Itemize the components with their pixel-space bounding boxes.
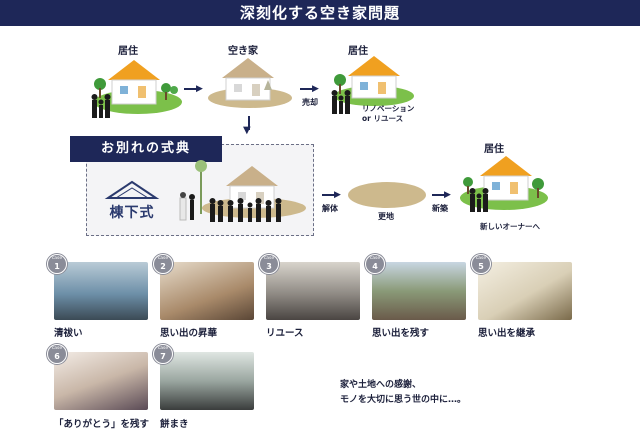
- house3-label: 居住: [348, 46, 368, 57]
- new-house-illustration: [460, 156, 548, 212]
- vacant-lot-label: 更地: [378, 212, 394, 221]
- ceremony-scene-illustration: [179, 160, 306, 222]
- case-caption-6: 「ありがとう」を残す: [54, 419, 150, 430]
- case-photo-7: [160, 352, 254, 410]
- case-photo-2: [160, 262, 254, 320]
- case-caption-1: 清祓い: [54, 328, 83, 339]
- arrow-to-lot: [322, 194, 336, 196]
- house1-label: 居住: [118, 46, 138, 57]
- vacant-lot-illustration: [348, 182, 426, 208]
- arrow-to-vacant: [184, 88, 198, 90]
- arrow-to-resale: [300, 88, 314, 90]
- case-caption-5: 思い出を継承: [478, 328, 536, 339]
- case-caption-4: 思い出を残す: [372, 328, 430, 339]
- case-caption-7: 餅まき: [160, 419, 189, 430]
- new-house-label: 居住: [484, 144, 504, 155]
- case-photo-4: [372, 262, 466, 320]
- case-photo-6: [54, 352, 148, 410]
- case-photo-1: [54, 262, 148, 320]
- sale-label: 売却: [302, 98, 318, 107]
- demolish-label: 解体: [322, 204, 338, 213]
- case-photo-5: [478, 262, 572, 320]
- ceremony-logo-text: 棟下式: [109, 205, 155, 221]
- case-caption-2: 思い出の昇華: [160, 328, 218, 339]
- case-caption-3: リユース: [266, 328, 304, 339]
- arrow-head-icon: ▶: [334, 190, 341, 200]
- renovation-caption-line1: リノベーション: [362, 104, 415, 113]
- new-owner-caption: 新しいオーナーへ: [480, 222, 540, 231]
- page-title: 深刻化する空き家問題: [239, 4, 400, 22]
- arrow-head-icon: ▶: [196, 84, 203, 94]
- ceremony-heading-bar: [70, 136, 222, 162]
- arrow-down: [248, 116, 250, 130]
- closing-message: 家や土地への感謝、 モノを大切に思う世の中に…。: [340, 378, 560, 408]
- arrow-down-head-icon: ▼: [243, 125, 251, 136]
- renovation-caption-line2: or リユース: [362, 114, 404, 123]
- newbuild-label: 新築: [432, 204, 448, 213]
- vacant-house-illustration: [208, 58, 292, 108]
- arrow-head-icon: ▶: [444, 190, 451, 200]
- ceremony-logo-roof-icon: [104, 180, 160, 199]
- case-photo-3: [266, 262, 360, 320]
- arrow-head-icon: ▶: [312, 84, 319, 94]
- house2-label: 空き家: [228, 46, 258, 57]
- renovated-house-illustration: [331, 56, 414, 114]
- occupied-house-illustration: [91, 60, 182, 118]
- closing-line-1: 家や土地への感謝、: [340, 380, 422, 390]
- ceremony-heading: お別れの式典: [100, 141, 191, 156]
- arrow-to-newbuild: [432, 194, 446, 196]
- closing-line-2: モノを大切に思う世の中に…。: [340, 395, 467, 405]
- title-bar: [0, 0, 640, 26]
